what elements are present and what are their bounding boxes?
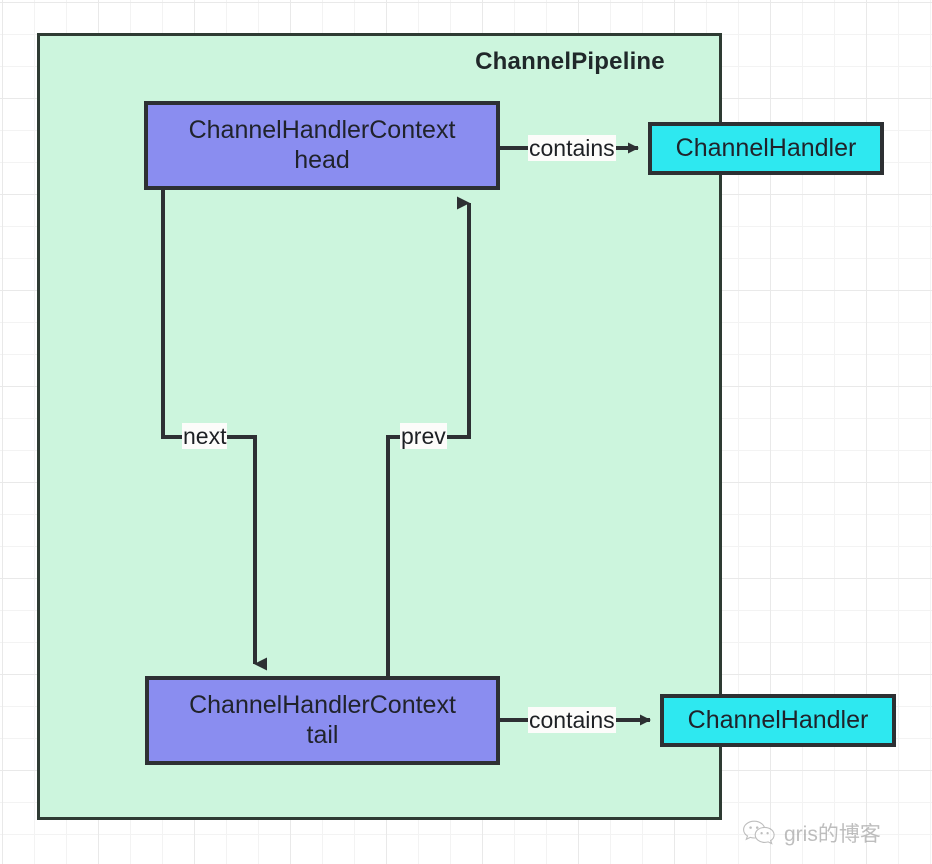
node-channelhandlercontext-head[interactable]: ChannelHandlerContext head <box>144 101 500 190</box>
page-title: ChannelPipeline <box>475 48 665 75</box>
node-tail-line2: tail <box>306 720 339 749</box>
node-channelhandlercontext-tail[interactable]: ChannelHandlerContext tail <box>145 676 500 765</box>
watermark-text: gris的博客 <box>784 823 881 846</box>
node-head-line2: head <box>294 145 350 174</box>
node-head-line1: ChannelHandlerContext <box>188 116 456 144</box>
edge-label-contains-top: contains <box>528 135 616 162</box>
edge-label-next: next <box>182 423 228 450</box>
watermark: gris的博客 <box>742 818 881 848</box>
edge-label-contains-bottom: contains <box>528 707 616 734</box>
edge-label-prev: prev <box>400 423 447 450</box>
wechat-icon <box>743 820 775 845</box>
node-handler-top-label: ChannelHandler <box>675 134 857 162</box>
node-tail-line1: ChannelHandlerContext <box>189 691 456 719</box>
node-handler-bottom-label: ChannelHandler <box>687 706 869 734</box>
node-channelhandler-top[interactable]: ChannelHandler <box>648 122 884 175</box>
node-channelhandler-bottom[interactable]: ChannelHandler <box>660 694 896 747</box>
